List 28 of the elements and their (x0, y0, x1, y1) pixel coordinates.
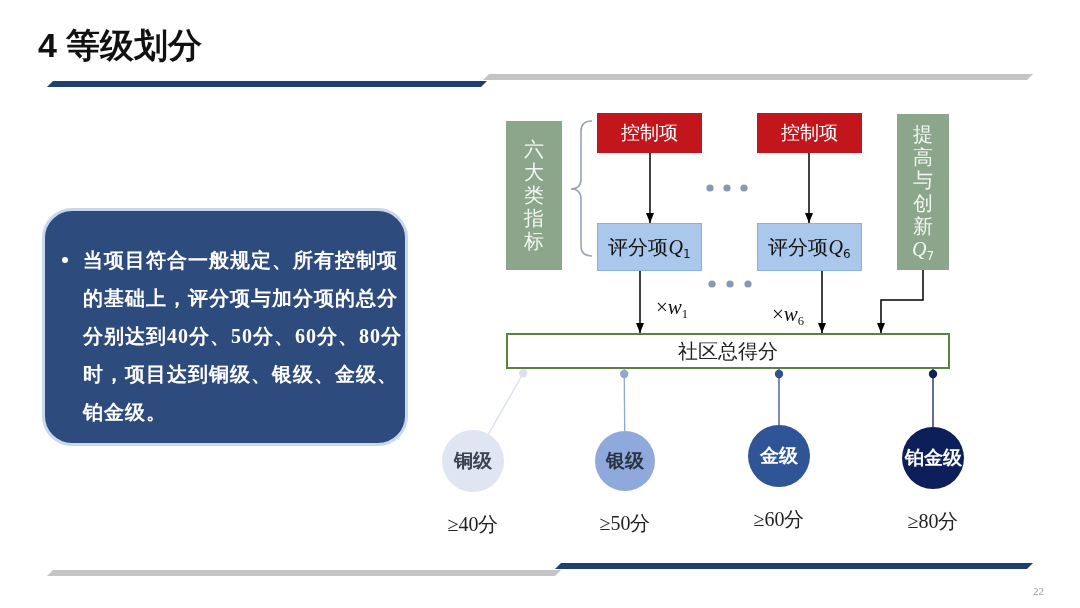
category-box: 提高与创新Q$_{7}$ (897, 114, 949, 270)
score-item-box: 评分项Q$_{6}$ (757, 223, 862, 271)
score-threshold: ≥80分 (906, 509, 960, 534)
arrow (877, 269, 924, 334)
level-circle: 铜级 (442, 430, 504, 492)
arrow (805, 152, 813, 224)
page-number: 22 (1033, 585, 1044, 597)
connector-line (928, 368, 938, 428)
control-item-box: 控制项 (597, 113, 702, 153)
connector-line (620, 368, 629, 432)
score-threshold: ≥50分 (598, 511, 652, 536)
text-panel (42, 208, 408, 446)
level-circle: 银级 (595, 431, 655, 491)
level-circle: 铂金级 (902, 427, 964, 489)
score-threshold: ≥60分 (752, 507, 806, 532)
category-box: 六大类指标 (506, 121, 562, 270)
arrow (818, 270, 826, 334)
control-item-box: 控制项 (757, 113, 862, 153)
score-threshold: ≥40分 (446, 512, 500, 537)
level-circle: 金级 (748, 425, 810, 487)
slide-title: 4 等级划分 (38, 25, 203, 66)
arrow (646, 152, 654, 224)
arrow (636, 270, 644, 334)
total-score-box: 社区总得分 (506, 333, 950, 369)
bullet-text: 当项目符合一般规定、所有控制项的基础上，评分项与加分项的总分分别达到40分、50分、60分、80分时，项目达到铜级、银级、金级、铂金级。 (83, 248, 403, 425)
connector-line (774, 368, 784, 426)
score-item-box: 评分项Q$_{1}$ (597, 223, 702, 271)
connector-line (487, 368, 528, 435)
